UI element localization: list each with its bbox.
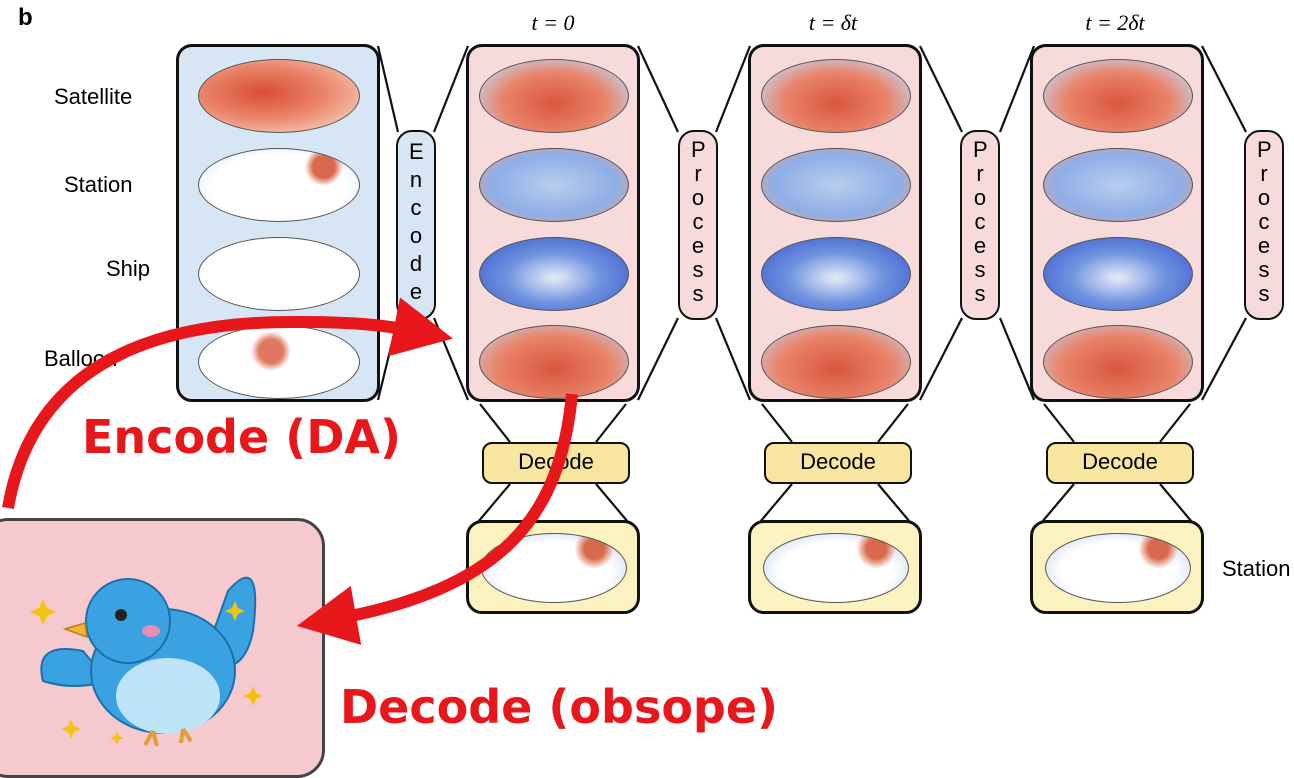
state-panel-2 (1030, 44, 1204, 402)
observation-panel (176, 44, 380, 402)
map-balloon (198, 325, 360, 399)
annotation-decode-obsope: Decode (obsope) (340, 680, 779, 734)
state-map-pressure (1043, 325, 1193, 399)
map-station (198, 148, 360, 222)
decode-box-1: Decode (764, 442, 912, 484)
state-map-humidity (1043, 237, 1193, 311)
state-panel-1 (748, 44, 922, 402)
encode-box: Encode (396, 130, 436, 320)
process-text: Process (1257, 137, 1272, 306)
state-map-wind (1043, 148, 1193, 222)
decoded-station-map (1045, 533, 1191, 603)
state-map-wind (479, 148, 629, 222)
state-map-temp (479, 59, 629, 133)
label-satellite: Satellite (54, 84, 133, 109)
state-map-pressure (479, 325, 629, 399)
panel-letter: b (18, 4, 33, 31)
process-text: Process (691, 137, 706, 306)
bird-panel (0, 518, 325, 778)
time-label-0: t = 0 (531, 10, 575, 35)
sparkle-icon (30, 599, 263, 745)
decoded-panel-2 (1030, 520, 1204, 614)
label-ship: Ship (106, 256, 151, 281)
time-label-2: t = 2δt (1085, 10, 1145, 35)
process-box-3: Process (1244, 130, 1284, 320)
process-text: Process (973, 137, 988, 306)
state-map-humidity (479, 237, 629, 311)
state-map-pressure (761, 325, 911, 399)
process-box-2: Process (960, 130, 1000, 320)
label-station: Station (64, 172, 133, 197)
time-label-1: t = δt (808, 10, 858, 35)
state-map-wind (761, 148, 911, 222)
map-satellite (198, 59, 360, 133)
decoded-station-map (763, 533, 909, 603)
decoded-panel-1 (748, 520, 922, 614)
decode-box-2: Decode (1046, 442, 1194, 484)
annotation-encode-da: Encode (DA) (82, 410, 402, 464)
bird-icon (40, 576, 257, 747)
state-map-temp (1043, 59, 1193, 133)
process-box-1: Process (678, 130, 718, 320)
map-ship (198, 237, 360, 311)
state-map-temp (761, 59, 911, 133)
label-station-output: Station (1222, 556, 1291, 581)
state-map-humidity (761, 237, 911, 311)
state-panel-0 (466, 44, 640, 402)
annotation-arrows (2, 297, 578, 645)
